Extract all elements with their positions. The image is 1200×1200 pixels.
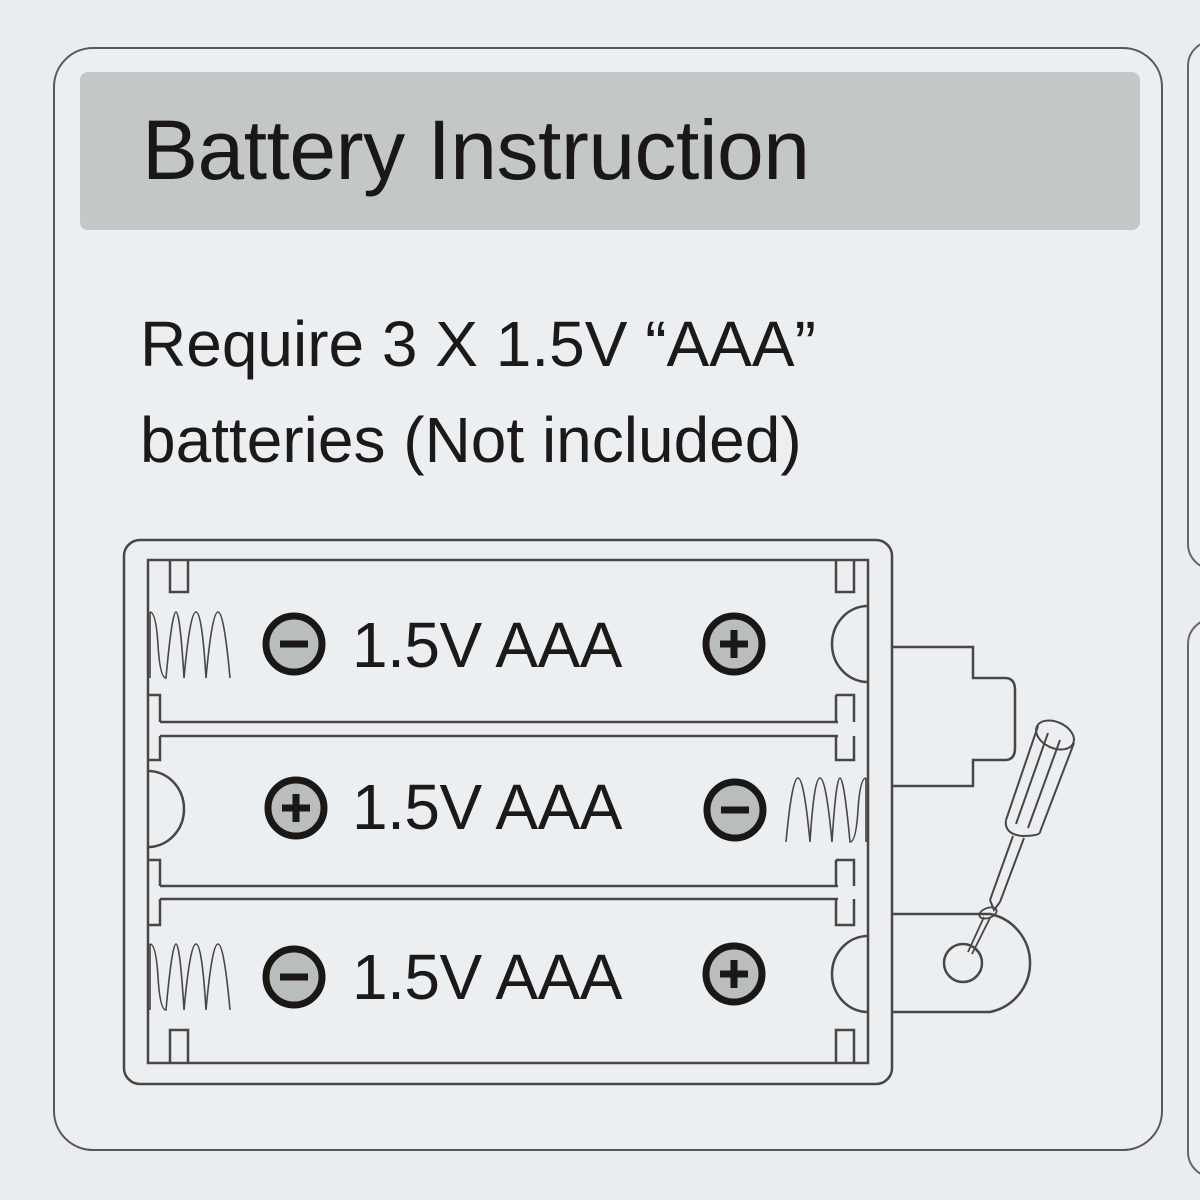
- battery-cell-3-label: 1.5V AAA: [352, 941, 622, 1013]
- screw-icon: [967, 906, 998, 955]
- cell-dividers: [160, 720, 838, 901]
- requirement-line-2: batteries (Not included): [140, 404, 802, 476]
- panel-title: Battery Instruction: [142, 103, 810, 197]
- positive-terminal-icon: [264, 776, 328, 840]
- positive-terminal-icon: [702, 942, 766, 1006]
- negative-terminal-icon: [262, 945, 326, 1009]
- title-bar: [80, 72, 1140, 230]
- terminal-symbols: [262, 612, 767, 1009]
- requirement-line-1: Require 3 X 1.5V “AAA”: [140, 308, 816, 380]
- battery-instruction-panel: [53, 47, 1163, 1151]
- positive-contacts: [147, 604, 869, 1014]
- screw-cover: [892, 912, 1032, 1014]
- battery-cell-2-label: 1.5V AAA: [352, 771, 622, 843]
- switch-tab: [892, 645, 1017, 788]
- holder-tabs: [148, 561, 856, 1062]
- spring-icon: [149, 611, 867, 1011]
- negative-terminal-icon: [703, 778, 767, 842]
- requirement-text: Require 3 X 1.5V “AAA” batteries (Not in…: [140, 296, 816, 488]
- battery-cell-1-label: 1.5V AAA: [352, 609, 622, 681]
- negative-terminal-icon: [262, 612, 326, 676]
- holder-inner-frame: [146, 558, 870, 1065]
- screwdriver-icon: [989, 719, 1075, 913]
- screw-hole: [942, 942, 984, 984]
- holder-outer-frame: [122, 538, 894, 1086]
- positive-terminal-icon: [702, 612, 766, 676]
